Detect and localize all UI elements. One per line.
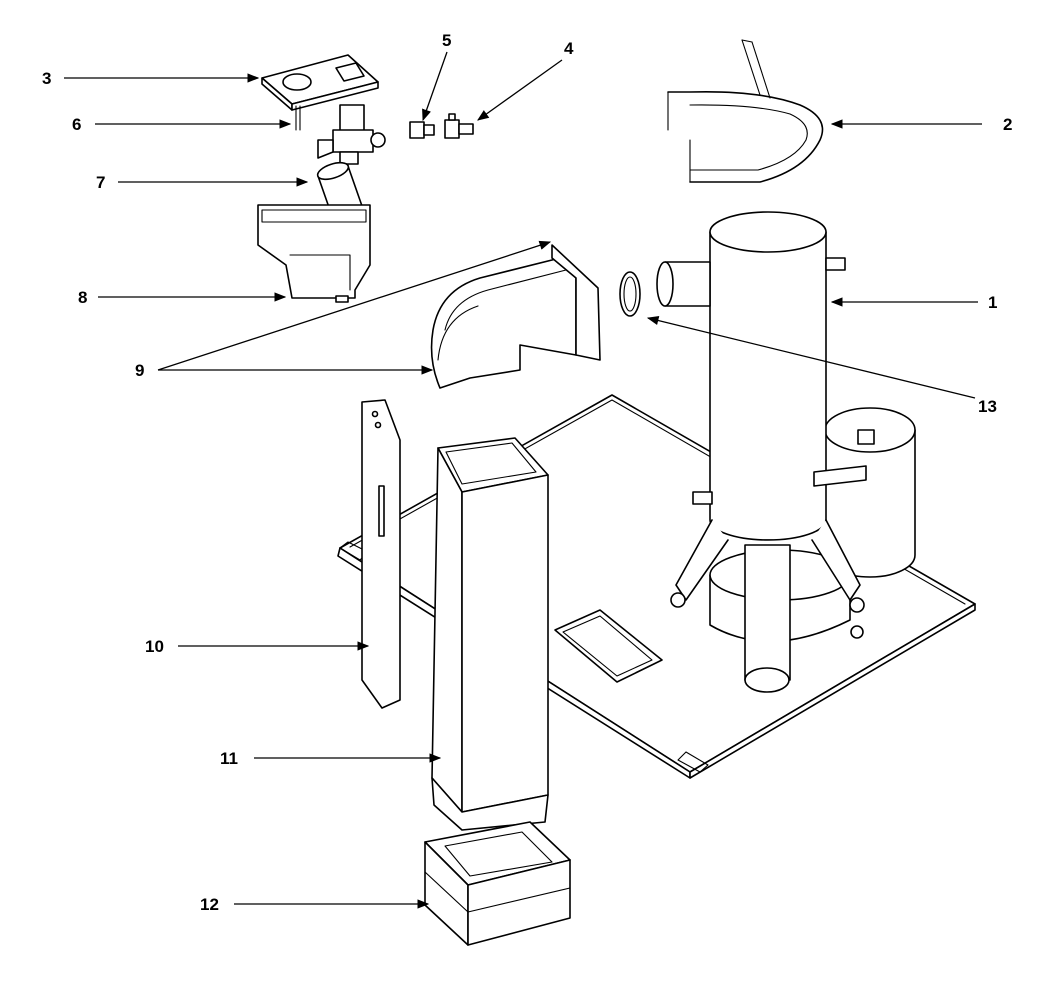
callout-2: 2 [1003,115,1012,134]
callout-6: 6 [72,115,81,134]
callout-1: 1 [988,293,997,312]
fitting-part-5 [409,121,435,139]
tall-chute [431,437,549,831]
foam-block [424,821,571,946]
callout-9: 9 [135,361,144,380]
callout-4: 4 [564,39,574,58]
leader-4 [477,59,563,121]
leader-5 [422,51,448,122]
callout-3: 3 [42,69,51,88]
callout-5: 5 [442,31,451,50]
leader-9a [157,240,552,371]
rod [295,105,301,131]
evaporator-column [656,211,867,693]
drain-tray [554,609,663,683]
leader-13 [646,315,976,399]
leader-lines [64,51,982,909]
water-valve [317,104,386,165]
callout-10: 10 [145,637,164,656]
side-plate [361,399,401,709]
callout-labels: 1 2 3 4 5 6 7 8 9 10 11 12 13 [42,31,1012,914]
bail-bracket [667,39,824,183]
callout-8: 8 [78,288,87,307]
callout-13: 13 [978,397,997,416]
fitting-part-4 [444,113,474,139]
callout-7: 7 [96,173,105,192]
ice-spout-chute [430,244,601,389]
reservoir [257,204,371,303]
o-ring [619,271,641,317]
cover-plate [261,54,379,111]
callout-12: 12 [200,895,219,914]
callout-11: 11 [220,749,238,768]
